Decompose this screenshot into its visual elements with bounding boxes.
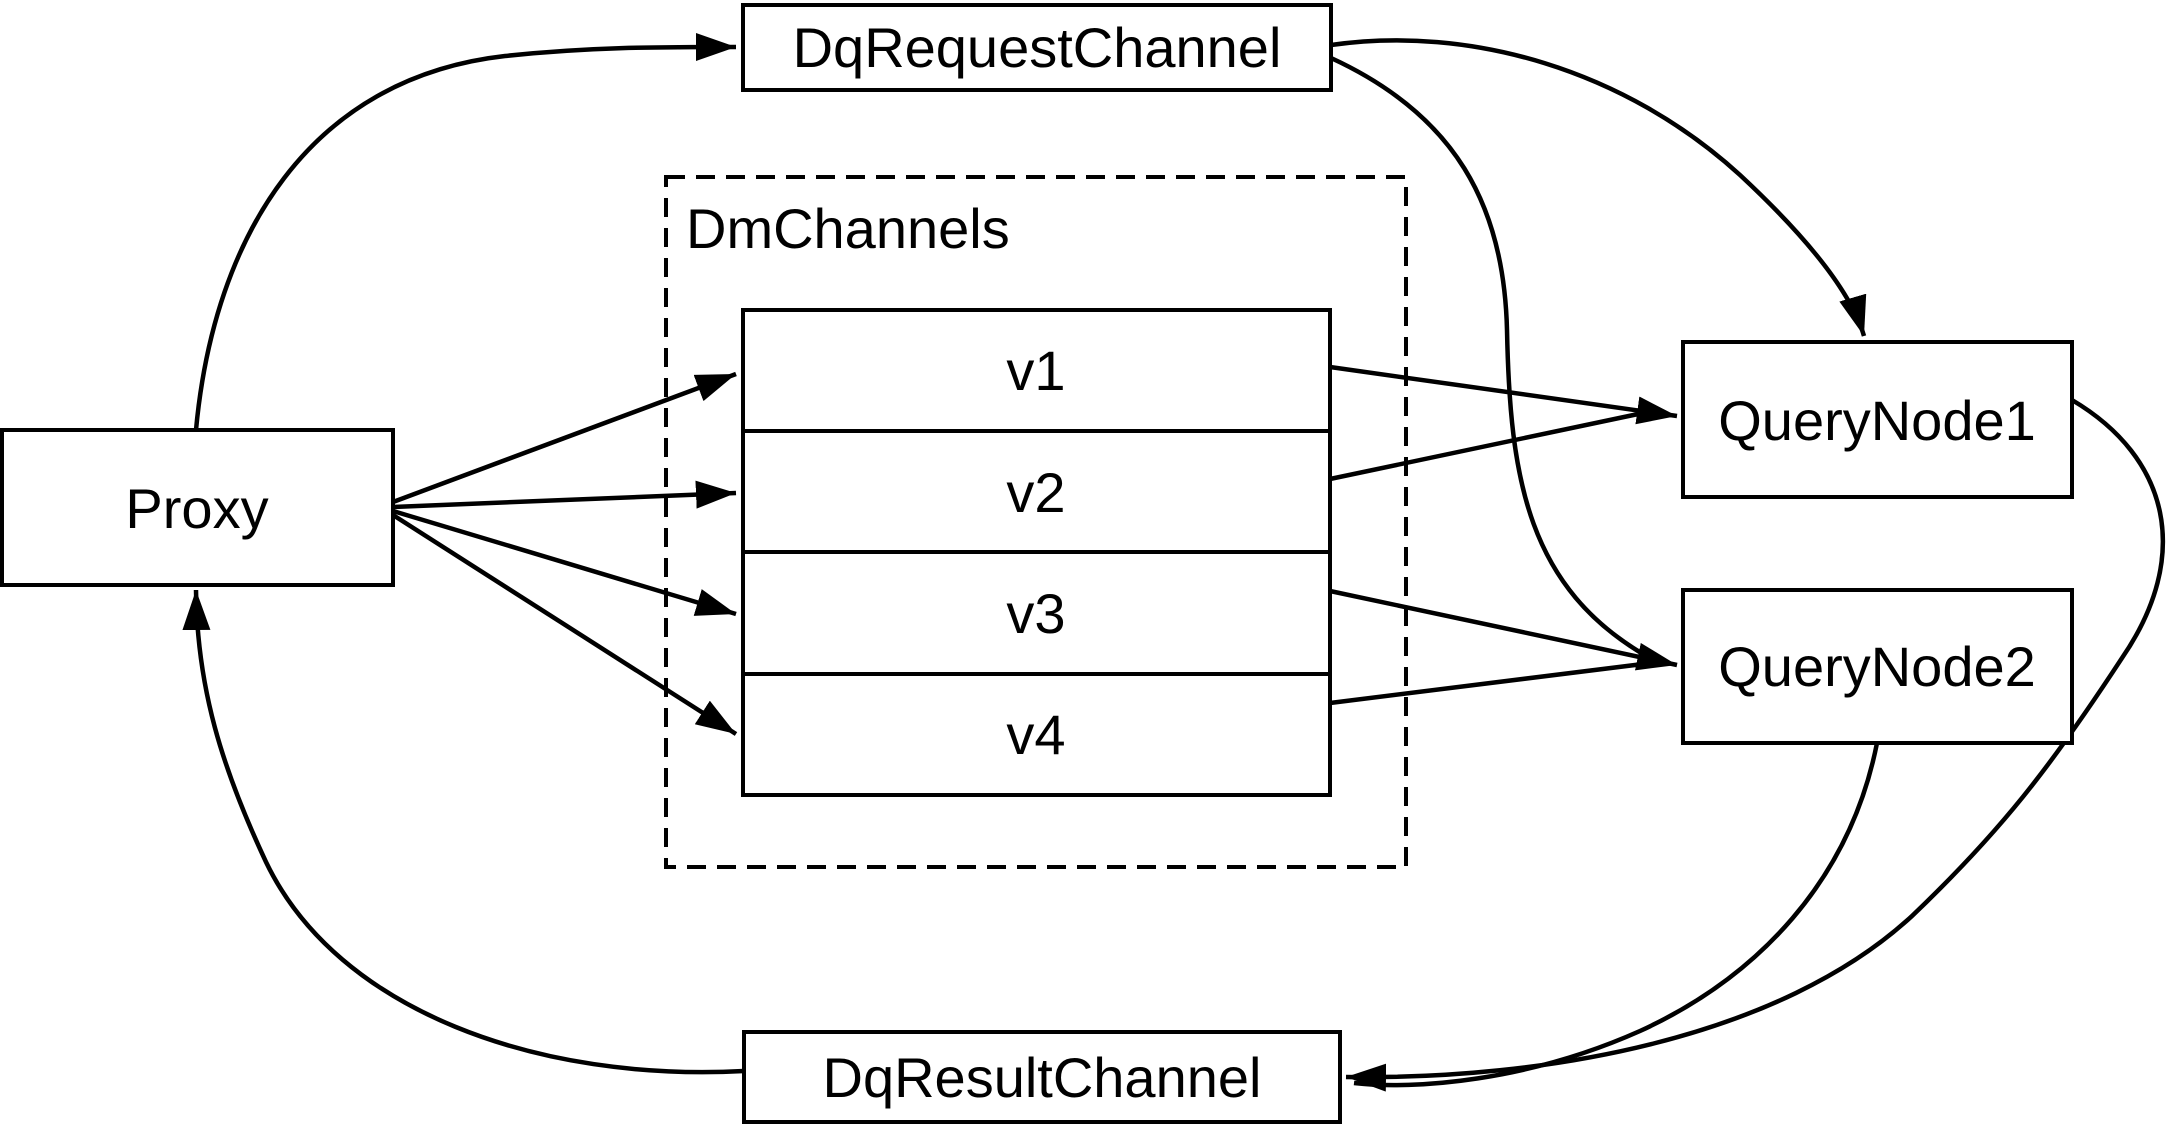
channel-row-v4-label: v4 xyxy=(1006,703,1065,766)
dqresultchannel-node-box xyxy=(742,1030,1342,1124)
edge-querynode2-to-dqresultchannel xyxy=(1353,742,1880,1088)
dqrequestchannel-node-box xyxy=(741,3,1333,92)
edge-proxy-to-v1 xyxy=(392,371,737,505)
querynode2-node-box xyxy=(1681,588,2074,745)
edge-dqrequestchannel-to-querynode2 xyxy=(1330,55,1650,659)
edge-v2-to-querynode1 xyxy=(1329,410,1644,482)
edge-v1-to-querynode1 xyxy=(1329,364,1678,425)
querynode1-node-label: QueryNode1 xyxy=(1718,389,2036,452)
channel-row-v3-label: v3 xyxy=(1006,582,1065,645)
dmchannels-group-label: DmChannels xyxy=(686,197,1010,260)
edge-querynode1-to-dqresultchannel xyxy=(1345,398,2165,1092)
dqresultchannel-node-label: DqResultChannel xyxy=(823,1046,1262,1109)
edge-proxy-to-v4 xyxy=(391,513,738,736)
edge-dqrequestchannel-to-querynode1 xyxy=(1330,38,1867,337)
edge-proxy-to-v3 xyxy=(392,508,737,617)
edge-dqresultchannel-to-proxy xyxy=(182,589,745,1075)
dmchannels-group-box xyxy=(664,175,1408,869)
edge-v4-to-querynode2 xyxy=(1329,661,1644,706)
edge-proxy-to-dqrequestchannel xyxy=(193,33,737,431)
proxy-node-label: Proxy xyxy=(125,477,268,540)
channel-row-v2-label: v2 xyxy=(1006,461,1065,524)
dqrequestchannel-node-label: DqRequestChannel xyxy=(793,16,1282,79)
querynode2-node-label: QueryNode2 xyxy=(1718,635,2036,698)
querynode1-node-box xyxy=(1681,340,2074,499)
edge-v3-to-querynode2 xyxy=(1329,588,1678,671)
edge-proxy-to-v2 xyxy=(392,480,737,510)
channel-row-v1-label: v1 xyxy=(1006,339,1065,402)
proxy-node-box xyxy=(0,428,395,587)
